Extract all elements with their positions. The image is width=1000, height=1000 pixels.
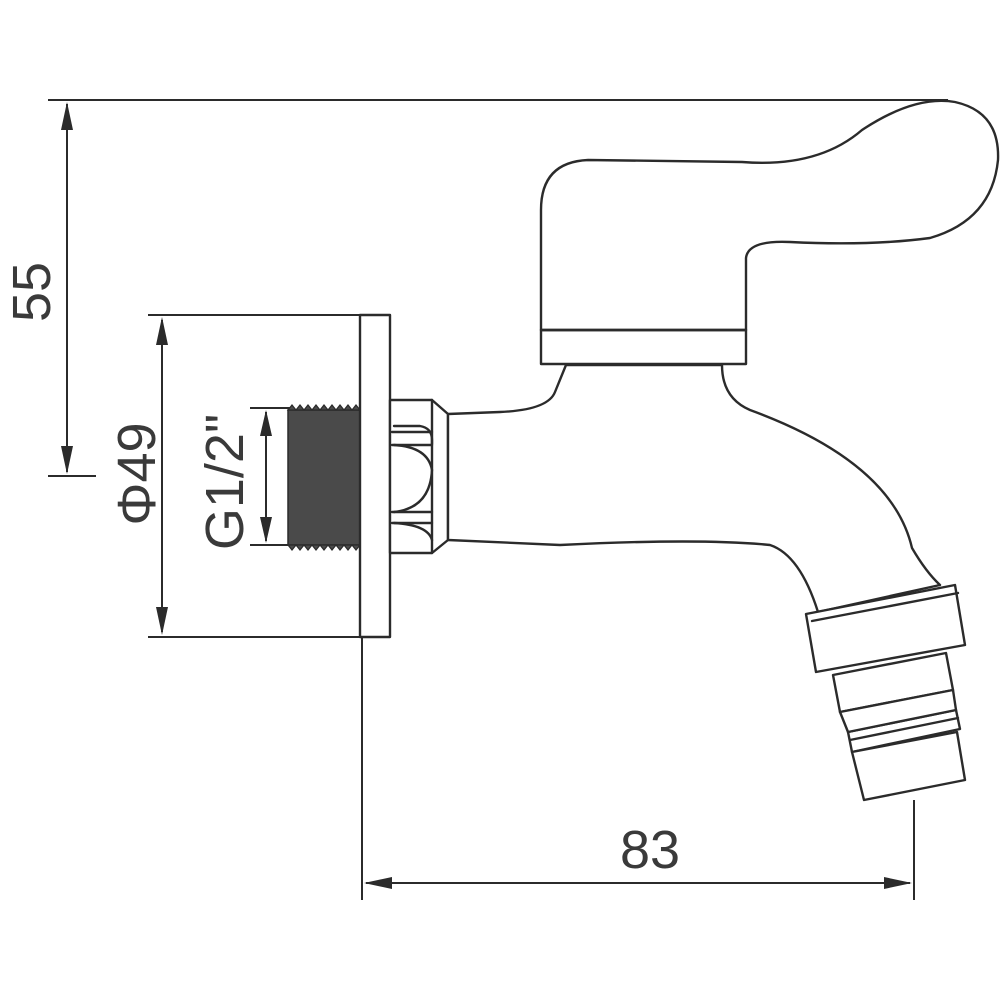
diameter-label: Φ49 [107,422,167,525]
coupling-ring-line [848,716,960,742]
thread-arrow-top [260,410,272,436]
valve-bonnet [539,328,748,366]
hex-nut [388,398,450,555]
length-label: 83 [620,820,680,880]
lever-handle [539,99,1000,332]
thread-label: G1/2" [195,414,255,550]
height-arrow-top [61,102,73,130]
hex-nut-outline [388,398,450,555]
threaded-connector [286,404,362,551]
hose-coupling [804,583,967,802]
wall-flange [358,313,392,639]
diameter-arrow-top [156,317,168,345]
length-arrow-right [884,877,912,889]
thread-teeth-bottom [286,544,362,551]
thread-dimension: G1/2" [195,407,290,550]
coupling-nut-line [810,591,960,623]
height-label: 55 [2,262,62,322]
thread-body [287,409,361,546]
length-arrow-left [364,877,392,889]
thread-arrow-bottom [260,517,272,543]
diameter-dimension: Φ49 [107,314,362,638]
height-dimension: 55 [2,99,948,477]
height-arrow-bottom [61,446,73,474]
diameter-arrow-bottom [156,607,168,635]
faucet-body [446,363,942,614]
coupling-nut [804,583,967,674]
coupling-neck [838,688,958,734]
length-dimension: 83 [361,637,915,900]
coupling-tip [850,730,967,802]
thread-teeth-top [286,404,362,411]
